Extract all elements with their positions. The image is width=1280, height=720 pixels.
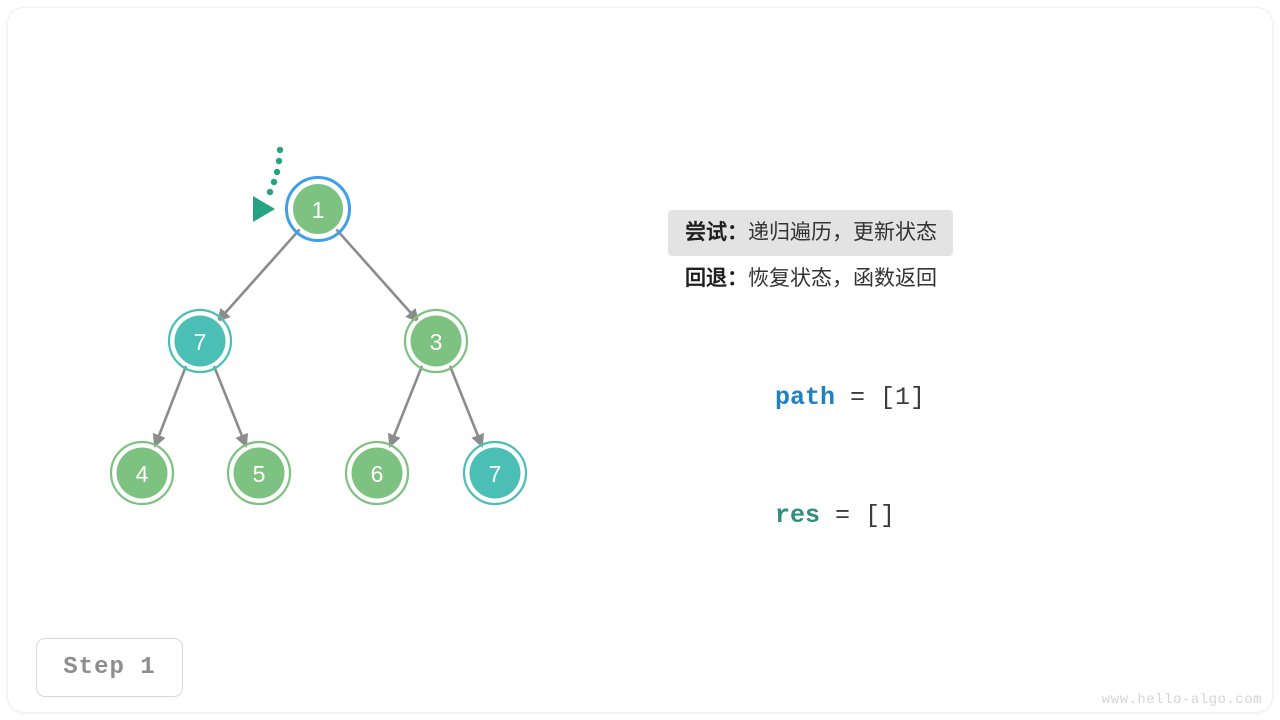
tree-node-7-right[interactable]: 7 [462, 440, 528, 506]
tree-node-label: 1 [312, 197, 325, 223]
tree-node-label: 5 [253, 461, 266, 487]
edge-7-to-5 [212, 365, 249, 448]
tree-edges [152, 228, 485, 448]
edge-3-to-6 [387, 365, 424, 448]
recursion-pointer-icon [253, 146, 284, 222]
tree-nodes: 1 7 3 4 [109, 176, 528, 506]
tree-node-label: 7 [489, 461, 502, 487]
tree-node-label: 7 [194, 329, 207, 355]
res-state-line: res = [] [685, 447, 1245, 530]
tree-node-label: 6 [371, 461, 384, 487]
path-variable-name: path [775, 383, 836, 412]
res-operator: = [820, 501, 866, 530]
try-step-key: 尝试： [685, 221, 748, 244]
explanation-panel: 尝试：递归遍历，更新状态 回退：恢复状态，函数返回 path = [1] res… [668, 210, 1245, 530]
edge-3-to-7 [448, 365, 485, 448]
tree-node-label: 4 [136, 461, 149, 487]
path-operator: = [835, 383, 881, 412]
tree-node-label: 3 [430, 329, 443, 355]
edge-1-to-3 [335, 228, 420, 323]
site-watermark: www.hello-algo.com [1101, 692, 1262, 708]
try-step-text: 递归遍历，更新状态 [748, 221, 937, 244]
edge-1-to-7 [216, 228, 301, 323]
step-badge: Step 1 [36, 638, 183, 697]
edge-7-to-4 [152, 365, 188, 448]
backtrack-step-text: 恢复状态，函数返回 [748, 267, 937, 290]
tree-node-6[interactable]: 6 [344, 440, 410, 506]
tree-node-4[interactable]: 4 [109, 440, 175, 506]
path-value: [1] [880, 383, 926, 412]
try-step-line: 尝试：递归遍历，更新状态 [668, 210, 953, 256]
tree-node-7-left[interactable]: 7 [167, 308, 233, 374]
step-badge-label: Step 1 [63, 654, 156, 681]
res-variable-name: res [775, 501, 821, 530]
res-value: [] [865, 501, 896, 530]
backtrack-step-line: 回退：恢复状态，函数返回 [668, 256, 953, 302]
tree-node-5[interactable]: 5 [226, 440, 292, 506]
backtrack-step-key: 回退： [685, 267, 748, 290]
path-state-line: path = [1] [685, 329, 1245, 412]
tree-node-3[interactable]: 3 [403, 308, 469, 374]
tree-node-1[interactable]: 1 [285, 176, 351, 242]
binary-tree-diagram: 1 7 3 4 [109, 146, 528, 506]
